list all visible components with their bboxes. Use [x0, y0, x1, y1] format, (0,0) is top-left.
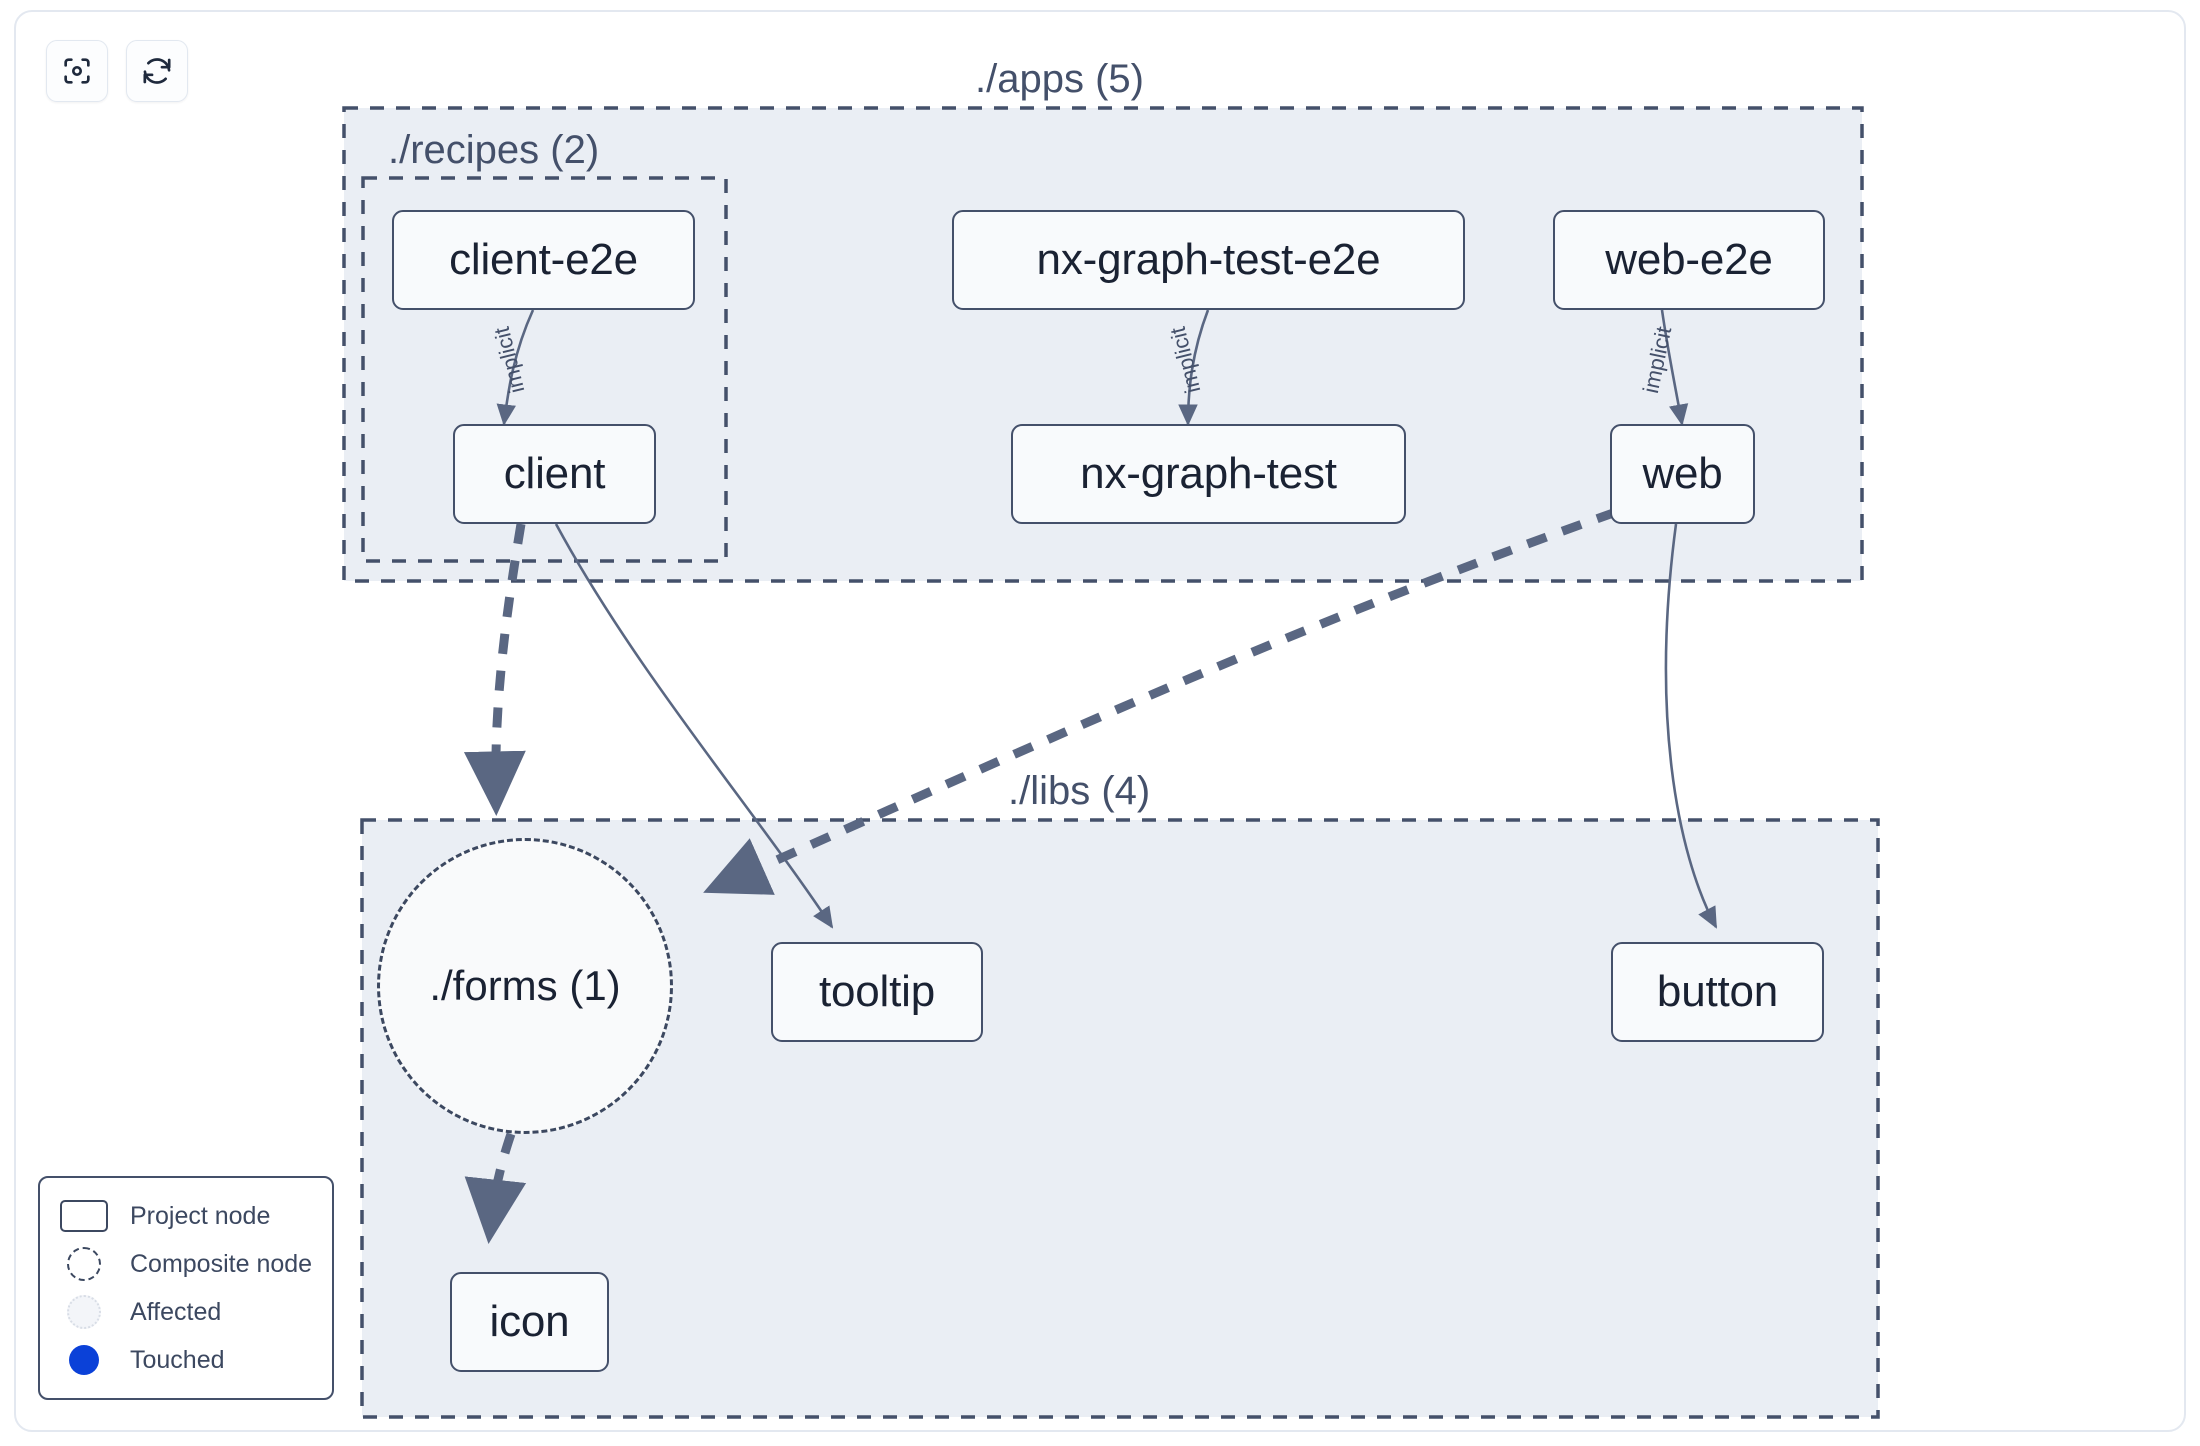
legend-label: Affected — [130, 1297, 222, 1326]
node-label: client — [503, 449, 606, 498]
node-web-e2e[interactable]: web-e2e — [1553, 210, 1825, 310]
node-label: ./forms (1) — [429, 962, 621, 1009]
legend-label: Composite node — [130, 1249, 313, 1278]
graph-toolbar — [46, 40, 188, 102]
focus-target-icon — [60, 54, 94, 88]
edge-forms-to-icon[interactable] — [464, 1132, 527, 1244]
node-label: nx-graph-test — [1080, 449, 1337, 498]
node-forms-composite[interactable]: ./forms (1) — [377, 838, 673, 1134]
refresh-graph-button[interactable] — [126, 40, 188, 102]
node-label: web-e2e — [1605, 235, 1773, 284]
edge-nx-graph-test-e2e-to-nx-graph-test[interactable] — [1178, 309, 1210, 426]
node-nx-graph-test-e2e[interactable]: nx-graph-test-e2e — [952, 210, 1465, 310]
node-label: web — [1642, 449, 1723, 498]
node-web[interactable]: web — [1610, 424, 1755, 524]
legend-label: Project node — [130, 1201, 271, 1230]
graph-card: ./apps (5) ./recipes (2) ./libs (4) clie… — [14, 10, 2186, 1432]
legend-item-affected: Affected — [56, 1288, 312, 1336]
edge-web-to-button[interactable] — [1664, 523, 1718, 929]
node-label: button — [1656, 967, 1779, 1016]
legend-label: Touched — [130, 1345, 225, 1374]
edge-client-e2e-to-client[interactable] — [496, 309, 535, 426]
composite-node-swatch — [56, 1247, 112, 1281]
node-tooltip[interactable]: tooltip — [771, 942, 983, 1042]
edge-client-to-forms[interactable] — [463, 523, 526, 817]
legend-item-composite-node: Composite node — [56, 1240, 312, 1288]
group-label-recipes[interactable]: ./recipes (2) — [388, 128, 600, 172]
node-icon[interactable]: icon — [450, 1272, 609, 1372]
node-client-e2e[interactable]: client-e2e — [392, 210, 695, 310]
node-button[interactable]: button — [1611, 942, 1824, 1042]
legend-item-project-node: Project node — [56, 1192, 312, 1240]
touched-swatch — [56, 1345, 112, 1375]
affected-swatch — [56, 1295, 112, 1329]
group-label-libs[interactable]: ./libs (4) — [1008, 769, 1151, 813]
node-nx-graph-test[interactable]: nx-graph-test — [1011, 424, 1406, 524]
graph-legend: Project node Composite node Affected Tou… — [38, 1176, 335, 1400]
node-label: client-e2e — [449, 235, 638, 284]
focus-graph-button[interactable] — [46, 40, 108, 102]
node-client[interactable]: client — [453, 424, 656, 524]
refresh-icon — [140, 54, 174, 88]
group-label-apps[interactable]: ./apps (5) — [975, 57, 1144, 101]
node-label: nx-graph-test-e2e — [1036, 235, 1381, 284]
legend-item-touched: Touched — [56, 1336, 312, 1384]
edge-client-to-tooltip[interactable] — [554, 523, 834, 929]
node-label: icon — [489, 1297, 570, 1346]
project-node-swatch — [56, 1200, 112, 1232]
edge-web-to-forms[interactable] — [703, 507, 1618, 895]
node-label: tooltip — [818, 967, 935, 1016]
edge-web-e2e-to-web[interactable] — [1660, 309, 1689, 426]
